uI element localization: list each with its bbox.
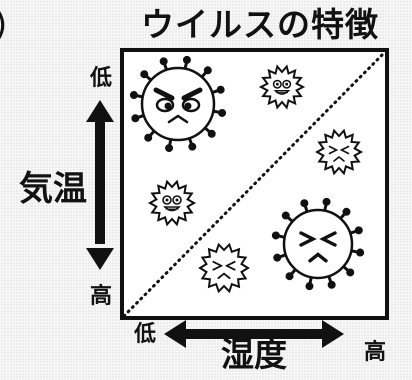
x-axis-low-label: 低: [134, 322, 157, 347]
page-title: ウイルスの特徴: [141, 5, 379, 44]
large-squint-virus-icon: [271, 197, 365, 291]
small-goggle-virus-top-icon: [258, 64, 306, 110]
small-goggle-virus-left-icon: [147, 179, 197, 227]
corner-paren: ): [0, 8, 7, 42]
small-squint-virus-right-icon: [314, 128, 364, 176]
humidity-arrow-icon: [164, 320, 344, 348]
x-axis-high-label: 高: [364, 340, 387, 365]
y-axis-low-label: 低: [90, 66, 113, 91]
x-axis-title: 湿度: [221, 335, 287, 374]
y-axis-high-label: 高: [90, 284, 113, 309]
large-grumpy-virus-icon: [129, 55, 227, 153]
y-axis-title: 気温: [19, 169, 87, 209]
small-squint-virus-bottom-icon: [198, 242, 250, 294]
diagonal-divider: [122, 50, 387, 318]
temperature-arrow-icon: [86, 100, 114, 270]
